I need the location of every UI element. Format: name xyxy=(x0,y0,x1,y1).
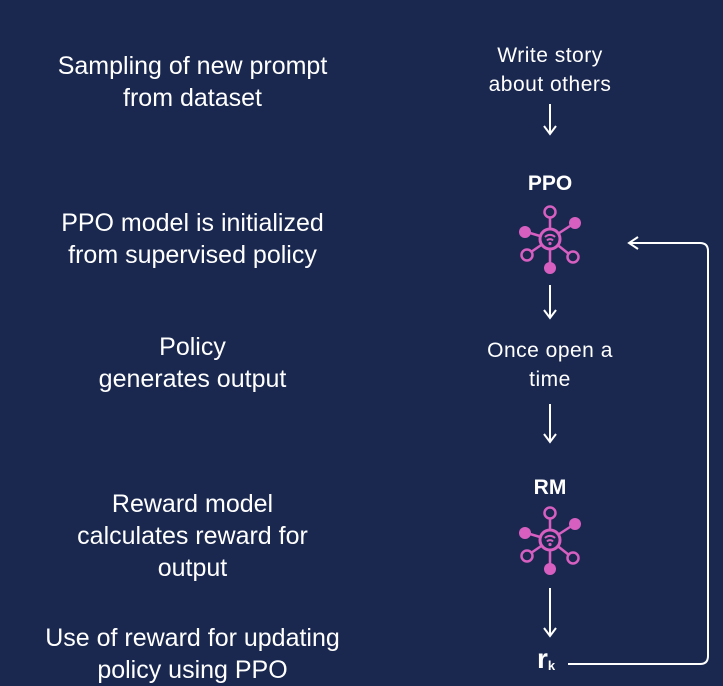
rm-model-icon xyxy=(517,506,583,577)
feedback-arrowhead xyxy=(627,236,639,250)
reward-label: rk xyxy=(537,643,555,682)
arrow-ppo-to-output xyxy=(543,285,557,320)
step-5-text: Use of reward for updating policy using … xyxy=(45,624,340,684)
arrow-output-to-rm xyxy=(543,404,557,444)
step-2-text: PPO model is initialized from supervised… xyxy=(61,209,324,269)
ppo-label: PPO xyxy=(527,172,573,195)
step-1-text: Sampling of new prompt from dataset xyxy=(57,52,328,112)
reward-symbol: r xyxy=(537,643,548,674)
feedback-loop-arrow xyxy=(568,242,709,665)
rm-label: RM xyxy=(533,476,567,499)
step-3-text: Policy generates output xyxy=(98,333,287,393)
output-example-text: Once open a time xyxy=(487,339,613,391)
arrow-rm-to-reward xyxy=(543,588,557,638)
prompt-example-text: Write story about others xyxy=(488,44,612,96)
reward-subscript: k xyxy=(547,658,556,673)
arrow-prompt-to-ppo xyxy=(543,104,557,136)
ppo-model-icon xyxy=(517,205,583,276)
step-4-text: Reward model calculates reward for outpu… xyxy=(77,490,308,582)
